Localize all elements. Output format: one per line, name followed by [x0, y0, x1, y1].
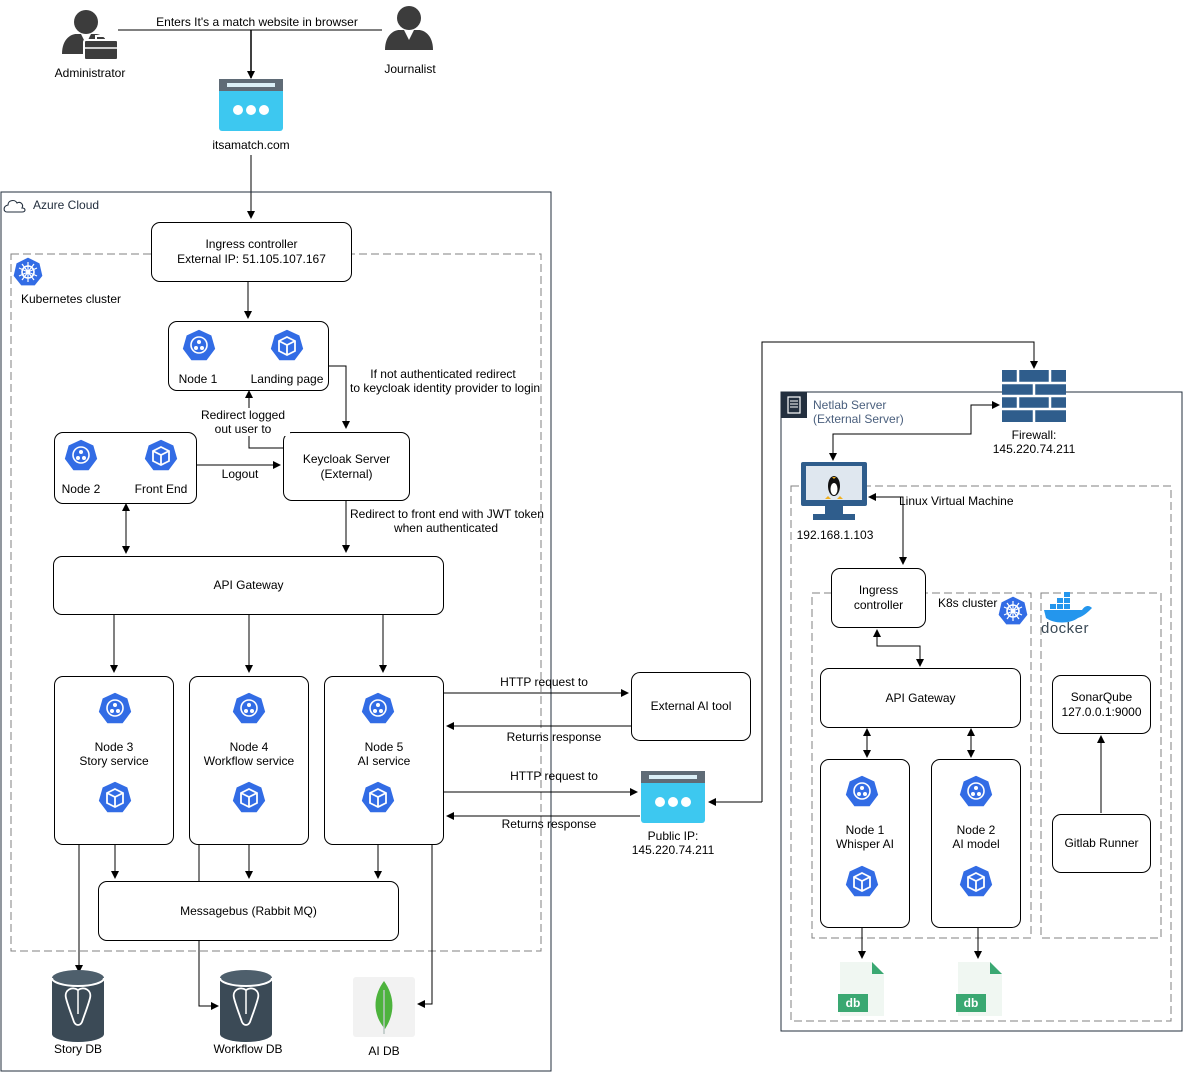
messagebus-box[interactable]: Messagebus (Rabbit MQ) — [98, 881, 399, 941]
netlab-api-gateway-box[interactable]: API Gateway — [820, 668, 1021, 728]
linux-monitor-icon — [801, 462, 867, 520]
briefcase-icon — [83, 35, 119, 61]
story-db-icon — [51, 969, 105, 1043]
http-request-label-1: HTTP request to — [500, 675, 588, 689]
netlab-server-title: Netlab Server(External Server) — [813, 398, 904, 426]
azure-cloud-title: Azure Cloud — [33, 198, 100, 212]
website-url[interactable]: itsamatch.com — [212, 138, 290, 152]
gitlab-runner-box[interactable]: Gitlab Runner — [1052, 814, 1151, 873]
journalist-icon — [385, 6, 433, 50]
sonarqube-address: 127.0.0.1:9000 — [1061, 704, 1142, 719]
netlab-api-gateway-label: API Gateway — [885, 690, 956, 705]
workflow-db-label: Workflow DB — [213, 1042, 283, 1056]
kubernetes-cluster-label: Kubernetes cluster — [21, 292, 122, 306]
ai-model-db-label: db — [963, 996, 979, 1010]
returns-response-label-1: Returns response — [506, 730, 602, 744]
gitlab-runner-label: Gitlab Runner — [1064, 836, 1139, 850]
linux-vm-boundary — [790, 485, 1172, 1022]
server-icon — [781, 392, 807, 418]
ai-db-label: AI DB — [368, 1044, 400, 1058]
logout-label: Logout — [221, 467, 259, 481]
firewall-label: Firewall:145.220.74.211 — [992, 428, 1076, 456]
k8s-cluster-label: K8s cluster — [938, 596, 998, 610]
api-gateway-label: API Gateway — [213, 578, 284, 592]
keycloak-subtitle: (External) — [320, 466, 373, 481]
linux-vm-label: Linux Virtual Machine — [899, 494, 1014, 508]
firewall-icon — [1002, 370, 1066, 422]
docker-label: docker — [1041, 620, 1090, 637]
landing-page-label: Landing page — [250, 372, 324, 386]
keycloak-title: Keycloak Server — [302, 451, 391, 466]
whisper-db-label: db — [845, 996, 861, 1010]
api-gateway-box[interactable]: API Gateway — [53, 556, 444, 615]
node2-label: Node 2 — [61, 482, 101, 496]
http-request-label-2: HTTP request to — [510, 769, 598, 783]
public-ip-icon — [641, 771, 705, 823]
azure-cloud-boundary — [0, 191, 552, 1072]
frontend-label: Front End — [134, 482, 188, 496]
k8s-logo-icon — [997, 595, 1029, 626]
node1-label: Node 1 — [178, 372, 218, 386]
browser-flow-label: Enters It's a match website in browser — [156, 15, 358, 29]
external-ai-tool-label: External AI tool — [650, 699, 732, 713]
mongodb-icon — [353, 977, 415, 1037]
netlab-ingress-subtitle: controller — [853, 598, 904, 612]
docker-whale-icon — [1044, 592, 1092, 623]
workflow-db-icon — [219, 969, 273, 1043]
journalist-label: Journalist — [384, 62, 436, 76]
keycloak-server-box[interactable]: Keycloak Server(External) — [283, 432, 410, 501]
ingress-ip: External IP: 51.105.107.167 — [177, 252, 326, 266]
messagebus-label: Messagebus (Rabbit MQ) — [180, 903, 317, 918]
administrator-label: Administrator — [54, 66, 126, 80]
vm-ip-label: 192.168.1.103 — [796, 528, 874, 542]
returns-response-label-2: Returns response — [501, 817, 597, 831]
netlab-ingress-title: Ingress — [858, 583, 899, 597]
docker-boundary — [1040, 592, 1162, 939]
ingress-title: Ingress controller — [205, 237, 298, 251]
external-ai-tool-box[interactable]: External AI tool — [631, 672, 751, 741]
sonarqube-title: SonarQube — [1070, 689, 1133, 704]
kubernetes-logo-icon — [12, 256, 44, 287]
cloud-icon — [3, 200, 26, 213]
story-db-label: Story DB — [53, 1042, 102, 1056]
public-ip-label: Public IP:145.220.74.211 — [631, 829, 715, 857]
browser-window-icon — [219, 79, 283, 131]
netlab-server-boundary — [780, 391, 1183, 1032]
